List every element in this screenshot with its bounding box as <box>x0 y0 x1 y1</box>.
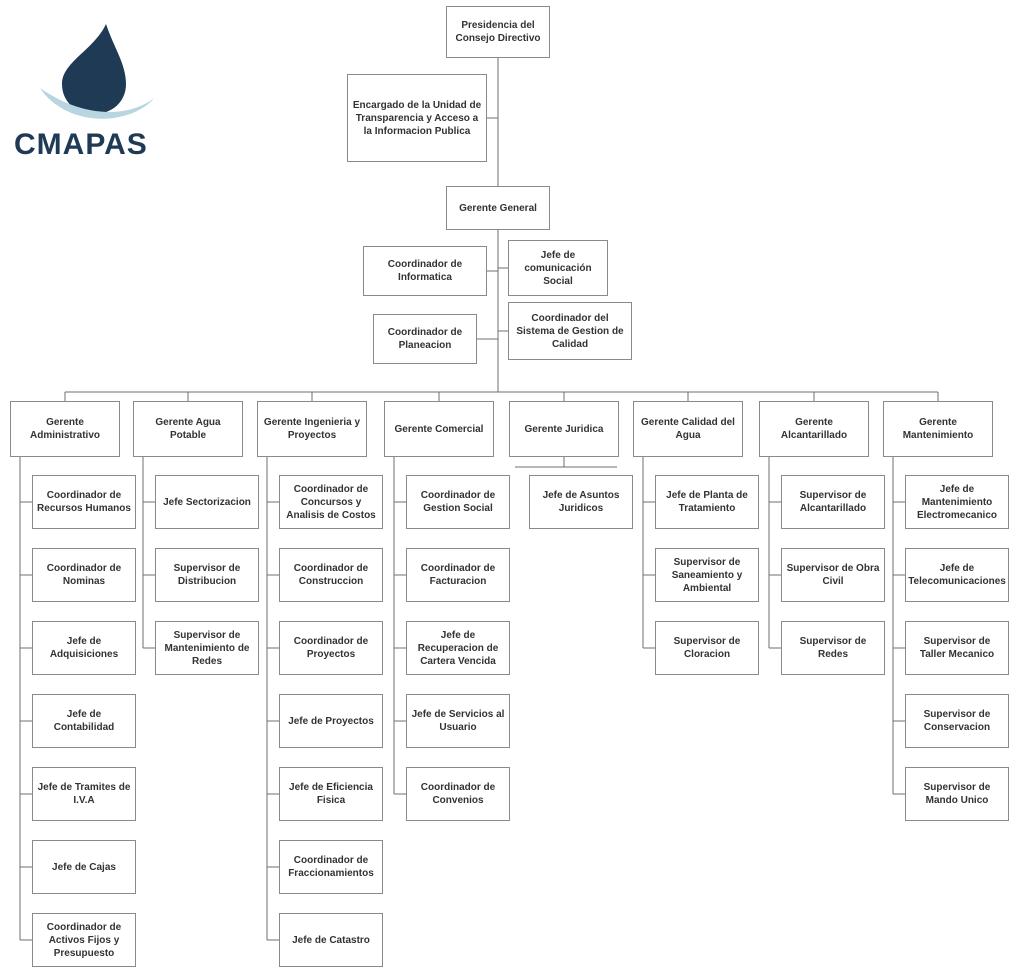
unit-box-7-3: Supervisor de Redes <box>781 621 885 675</box>
department-box-4: Gerente Comercial <box>384 401 494 457</box>
unit-box-8-3: Supervisor de Taller Mecanico <box>905 621 1009 675</box>
unit-box-7-1: Supervisor de Alcantarillado <box>781 475 885 529</box>
unit-box-4-4: Jefe de Servicios al Usuario <box>406 694 510 748</box>
unit-box-1-7: Coordinador de Activos Fijos y Presupues… <box>32 913 136 967</box>
unit-box-2-1: Jefe Sectorizacion <box>155 475 259 529</box>
unit-box-5-1: Jefe de Asuntos Juridicos <box>529 475 633 529</box>
unit-box-1-1: Coordinador de Recursos Humanos <box>32 475 136 529</box>
unit-box-4-2: Coordinador de Facturacion <box>406 548 510 602</box>
unit-box-1-5: Jefe de Tramites de I.V.A <box>32 767 136 821</box>
unit-box-1-4: Jefe de Contabilidad <box>32 694 136 748</box>
department-box-5: Gerente Juridica <box>509 401 619 457</box>
unit-box-2-3: Supervisor de Mantenimiento de Redes <box>155 621 259 675</box>
department-box-8: Gerente Mantenimiento <box>883 401 993 457</box>
water-drop-hand-icon <box>40 24 154 119</box>
unit-box-3-4: Jefe de Proyectos <box>279 694 383 748</box>
unit-box-6-3: Supervisor de Cloracion <box>655 621 759 675</box>
unit-box-8-5: Supervisor de Mando Unico <box>905 767 1009 821</box>
general-manager-box: Gerente General <box>446 186 550 230</box>
unit-box-1-6: Jefe de Cajas <box>32 840 136 894</box>
unit-box-6-1: Jefe de Planta de Tratamiento <box>655 475 759 529</box>
logo-text: CMAPAS <box>14 128 148 161</box>
unit-box-6-2: Supervisor de Saneamiento y Ambiental <box>655 548 759 602</box>
board-presidency-box: Presidencia del Consejo Directivo <box>446 6 550 58</box>
unit-box-1-3: Jefe de Adquisiciones <box>32 621 136 675</box>
unit-box-4-3: Jefe de Recuperacion de Cartera Vencida <box>406 621 510 675</box>
planning-coordinator-box: Coordinador de Planeacion <box>373 314 477 364</box>
unit-box-4-1: Coordinador de Gestion Social <box>406 475 510 529</box>
unit-box-3-7: Jefe de Catastro <box>279 913 383 967</box>
unit-box-8-2: Jefe de Telecomunicaciones <box>905 548 1009 602</box>
unit-box-8-1: Jefe de Mantenimiento Electromecanico <box>905 475 1009 529</box>
department-box-1: Gerente Administrativo <box>10 401 120 457</box>
department-box-7: Gerente Alcantarillado <box>759 401 869 457</box>
unit-box-1-2: Coordinador de Nominas <box>32 548 136 602</box>
unit-box-2-2: Supervisor de Distribucion <box>155 548 259 602</box>
unit-box-3-6: Coordinador de Fraccionamientos <box>279 840 383 894</box>
communication-head-box: Jefe de comunicación Social <box>508 240 608 296</box>
unit-box-3-1: Coordinador de Concursos y Analisis de C… <box>279 475 383 529</box>
department-box-3: Gerente Ingenieria y Proyectos <box>257 401 367 457</box>
department-box-2: Gerente Agua Potable <box>133 401 243 457</box>
quality-system-coordinator-box: Coordinador del Sistema de Gestion de Ca… <box>508 302 632 360</box>
unit-box-3-5: Jefe de Eficiencia Fisica <box>279 767 383 821</box>
unit-box-4-5: Coordinador de Convenios <box>406 767 510 821</box>
unit-box-7-2: Supervisor de Obra Civil <box>781 548 885 602</box>
cmapas-logo <box>14 18 174 188</box>
unit-box-3-3: Coordinador de Proyectos <box>279 621 383 675</box>
transparency-unit-box: Encargado de la Unidad de Transparencia … <box>347 74 487 162</box>
unit-box-8-4: Supervisor de Conservacion <box>905 694 1009 748</box>
department-box-6: Gerente Calidad del Agua <box>633 401 743 457</box>
unit-box-3-2: Coordinador de Construccion <box>279 548 383 602</box>
informatics-coordinator-box: Coordinador de Informatica <box>363 246 487 296</box>
